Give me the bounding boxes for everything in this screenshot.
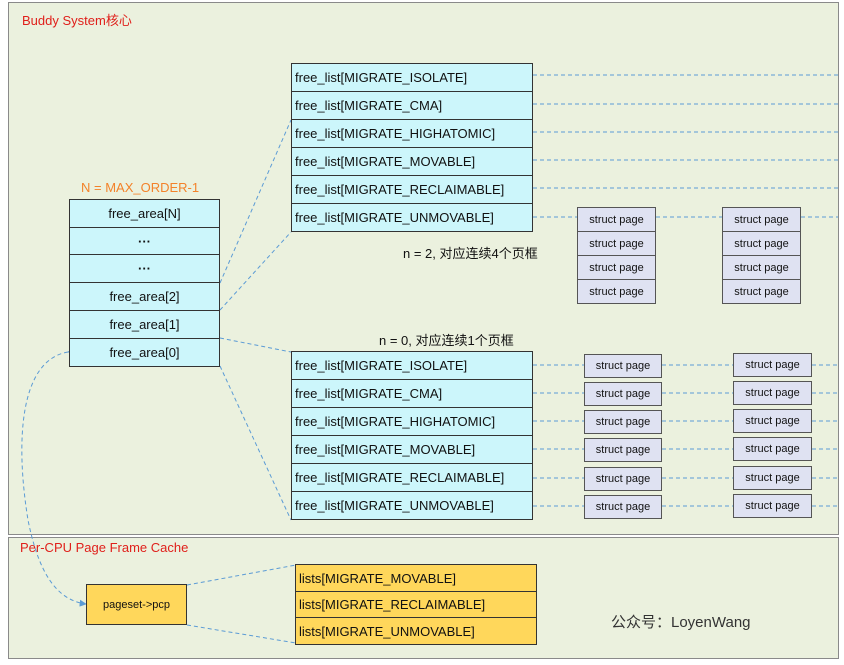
struct-page-block2-0: struct page	[722, 207, 801, 232]
free-list-top-cma: free_list[MIGRATE_CMA]	[291, 91, 533, 120]
free-list-top-reclaimable: free_list[MIGRATE_RECLAIMABLE]	[291, 175, 533, 204]
pcp-list-movable: lists[MIGRATE_MOVABLE]	[295, 564, 537, 592]
struct-page-block2-1: struct page	[722, 231, 801, 256]
free-area-ellipsis-1: ···	[69, 227, 220, 255]
free-list-bottom-highatomic: free_list[MIGRATE_HIGHATOMIC]	[291, 407, 533, 436]
struct-page-block1-0: struct page	[577, 207, 656, 232]
struct-page-col1-isolate: struct page	[584, 354, 662, 378]
struct-page-col1-cma: struct page	[584, 382, 662, 406]
free-area-2: free_area[2]	[69, 282, 220, 311]
watermark-text: 公众号：LoyenWang	[611, 614, 751, 631]
free-area-1: free_area[1]	[69, 310, 220, 339]
struct-page-col2-unmovable: struct page	[733, 494, 812, 518]
free-list-top-isolate: free_list[MIGRATE_ISOLATE]	[291, 63, 533, 92]
pcp-list-unmovable: lists[MIGRATE_UNMOVABLE]	[295, 617, 537, 645]
struct-page-col1-movable: struct page	[584, 438, 662, 462]
free-list-top-movable: free_list[MIGRATE_MOVABLE]	[291, 147, 533, 176]
free-list-bottom-cma: free_list[MIGRATE_CMA]	[291, 379, 533, 408]
free-list-bottom-unmovable: free_list[MIGRATE_UNMOVABLE]	[291, 491, 533, 520]
struct-page-col1-highatomic: struct page	[584, 410, 662, 434]
note-order-2: n = 2, 对应连续4个页框	[403, 246, 538, 261]
struct-page-col1-reclaimable: struct page	[584, 467, 662, 491]
struct-page-block1-1: struct page	[577, 231, 656, 256]
free-area-ellipsis-2: ···	[69, 254, 220, 283]
free-area-0: free_area[0]	[69, 338, 220, 367]
struct-page-block1-3: struct page	[577, 279, 656, 304]
struct-page-col2-reclaimable: struct page	[733, 466, 812, 490]
struct-page-col2-movable: struct page	[733, 437, 812, 461]
free-area-n: free_area[N]	[69, 199, 220, 228]
note-order-0: n = 0, 对应连续1个页框	[379, 333, 514, 348]
struct-page-block1-2: struct page	[577, 255, 656, 280]
free-list-top-highatomic: free_list[MIGRATE_HIGHATOMIC]	[291, 119, 533, 148]
struct-page-col1-unmovable: struct page	[584, 495, 662, 519]
pcp-list-reclaimable: lists[MIGRATE_RECLAIMABLE]	[295, 591, 537, 618]
free-list-bottom-reclaimable: free_list[MIGRATE_RECLAIMABLE]	[291, 463, 533, 492]
pageset-pcp-box: pageset->pcp	[86, 584, 187, 625]
struct-page-col2-isolate: struct page	[733, 353, 812, 377]
pcp-title: Per-CPU Page Frame Cache	[20, 540, 189, 555]
struct-page-col2-cma: struct page	[733, 381, 812, 405]
struct-page-block2-2: struct page	[722, 255, 801, 280]
struct-page-col2-highatomic: struct page	[733, 409, 812, 433]
free-list-bottom-isolate: free_list[MIGRATE_ISOLATE]	[291, 351, 533, 380]
struct-page-block2-3: struct page	[722, 279, 801, 304]
free-list-bottom-movable: free_list[MIGRATE_MOVABLE]	[291, 435, 533, 464]
free-list-top-unmovable: free_list[MIGRATE_UNMOVABLE]	[291, 203, 533, 232]
buddy-system-title: Buddy System核心	[22, 13, 132, 28]
max-order-label: N = MAX_ORDER-1	[81, 180, 200, 195]
